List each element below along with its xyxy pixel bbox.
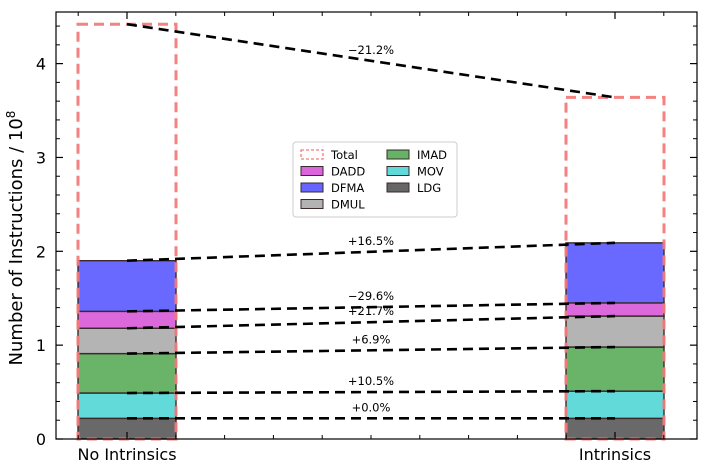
legend-swatch-mov (386, 166, 410, 176)
legend-label-dmul: DMUL (331, 198, 365, 212)
y-axis-label-exponent: 8 (4, 111, 18, 119)
bar-segment-mov-no-intrinsics (77, 392, 177, 420)
legend-label-imad: IMAD (417, 148, 447, 162)
legend-swatch-dmul (300, 199, 324, 209)
bar-segment-imad-intrinsics (565, 346, 665, 392)
axes: 0 1 2 3 4 No Intrinsics Intrinsics (36, 11, 698, 464)
y-tick-label-2: 2 (36, 242, 46, 261)
legend-frame (292, 141, 458, 218)
change-label-1: +10.5% (348, 374, 394, 388)
x-tick-label-no-intrinsics: No Intrinsics (77, 445, 176, 464)
change-line-6 (126, 22, 616, 99)
change-label-4: −29.6% (348, 289, 394, 303)
axes-frame (55, 11, 698, 440)
legend-label-mov: MOV (417, 165, 444, 179)
x-tick-label-intrinsics: Intrinsics (579, 445, 651, 464)
y-tick-label-1: 1 (36, 336, 46, 355)
bar-segment-dadd-no-intrinsics (77, 310, 177, 329)
legend-swatch-ldg (386, 182, 410, 193)
y-axis-label: Number of Instructions / 108 (4, 111, 27, 366)
legend-swatch-total (300, 149, 324, 160)
y-tick-label-4: 4 (36, 55, 46, 74)
change-line-2 (126, 345, 616, 355)
change-label-2: +6.9% (352, 332, 391, 346)
annotation-layer: +0.0%+10.5%+6.9%+21.7%−29.6%+16.5%−21.2% (126, 22, 616, 420)
legend-swatch-dadd (300, 166, 324, 176)
bar-segment-dfma-no-intrinsics (77, 259, 177, 313)
bar-segment-dmul-intrinsics (565, 315, 665, 348)
bar-segment-imad-no-intrinsics (77, 352, 177, 394)
change-label-0: +0.0% (352, 400, 391, 414)
legend-label-total: Total (330, 148, 358, 162)
y-tick-label-0: 0 (36, 430, 46, 449)
bar-segment-dmul-no-intrinsics (77, 327, 177, 355)
change-line-5 (126, 241, 616, 262)
y-axis-label-text: Number of Instructions / 10 (6, 118, 27, 365)
bar-segment-dadd-intrinsics (565, 302, 665, 317)
bar-segment-mov-intrinsics (565, 390, 665, 420)
y-tick-label-3: 3 (36, 148, 46, 167)
legend-label-dfma: DFMA (331, 181, 364, 195)
change-line-3 (126, 314, 616, 330)
change-label-5: +16.5% (348, 234, 394, 248)
change-label-6: −21.2% (348, 43, 394, 57)
legend-swatch-dfma (300, 182, 324, 193)
legend-label-ldg: LDG (417, 181, 441, 195)
change-line-4 (126, 301, 616, 313)
bar-segment-dfma-intrinsics (565, 242, 665, 304)
change-line-1 (126, 389, 616, 395)
legend-label-dadd: DADD (331, 165, 365, 179)
legend-swatch-imad (386, 149, 410, 160)
